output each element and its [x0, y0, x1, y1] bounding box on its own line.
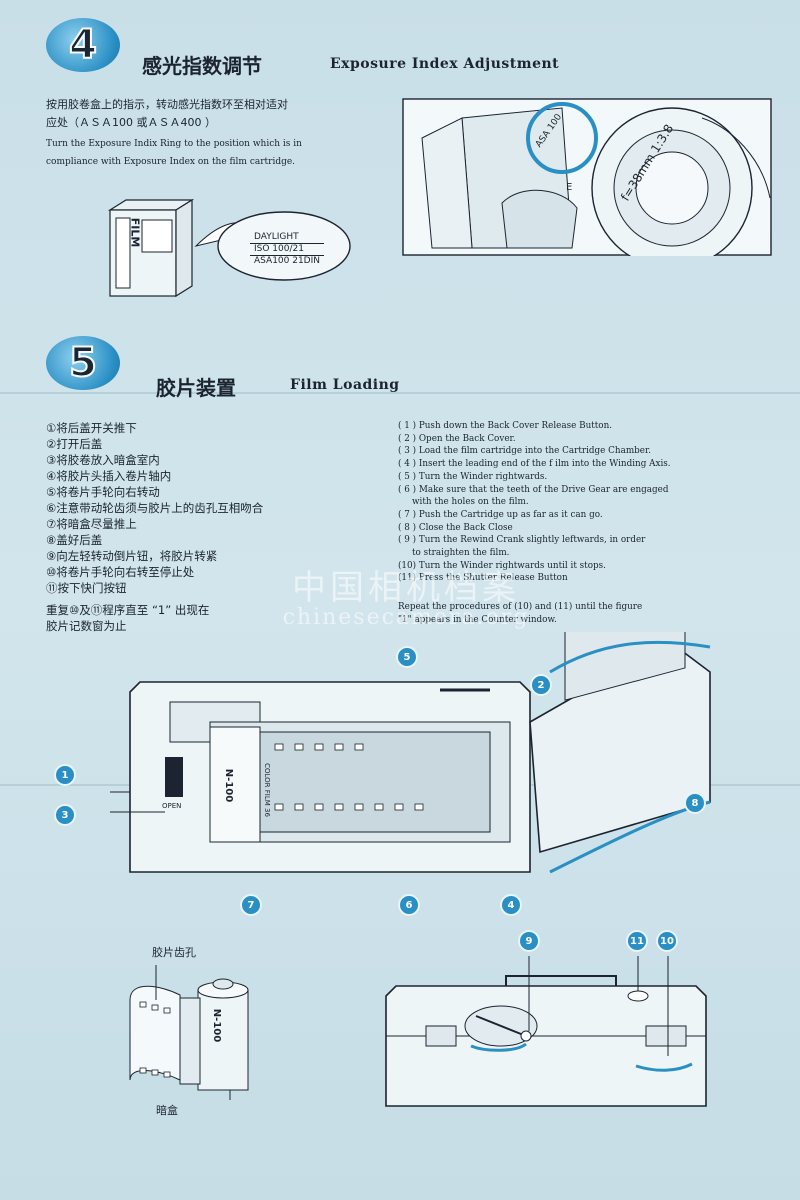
step-cn: ⑦将暗盒尽量推上: [46, 517, 137, 531]
film-color-label: COLOR FILM 36: [262, 763, 271, 817]
fold-line: [0, 392, 800, 394]
iso-bubble-text: DAYLIGHT ISO 100/21 ASA100 21DIN: [250, 232, 325, 267]
step-en: ( 8 ) Close the Back Close: [398, 522, 513, 533]
step-en: ( 3 ) Load the film cartridge into the C…: [398, 446, 652, 457]
camera-open-back-illustration: [110, 632, 711, 874]
step-cn: ③将胶卷放入暗盒室内: [46, 453, 160, 467]
lens-closeup-illustration: [402, 98, 772, 256]
repeat-cn-1: 重复⑩及⑪程序直至 “1” 出现在: [46, 603, 210, 617]
callout-7: 7: [240, 894, 262, 916]
watermark-cn: 中国相机档案: [292, 568, 520, 608]
ring-letter: E: [566, 182, 573, 193]
step-en: with the holes on the film.: [412, 497, 529, 508]
section-4-title-en: Exposure Index Adjustment: [330, 56, 560, 72]
step-en: (11) Press the Shutter Release Button: [398, 573, 568, 584]
callout-3: 3: [54, 804, 76, 826]
section-4-body-en-1: Turn the Exposure Indix Ring to the posi…: [46, 139, 302, 149]
bubble-line-3: ASA100 21DIN: [254, 256, 321, 266]
film-brand-label: N-100: [223, 768, 235, 803]
callout-10: 10: [656, 930, 678, 952]
sprocket-hole-label: 胶片齿孔: [152, 946, 196, 959]
section-5-title-cn: 胶片装置: [156, 376, 236, 400]
repeat-en-1: Repeat the procedures of (10) and (11) u…: [398, 602, 643, 613]
camera-top-illustration: [385, 956, 707, 1107]
step-en: ( 5 ) Turn the Winder rightwards.: [398, 471, 548, 482]
section-4-badge: 4: [46, 18, 120, 72]
step-en: ( 6 ) Make sure that the teeth of the Dr…: [398, 484, 669, 495]
section-4-body-cn-2: 应处（ＡＳＡ100 或ＡＳＡ400 ）: [46, 116, 216, 129]
cassette-label: 暗盒: [156, 1104, 178, 1117]
callout-11: 11: [626, 930, 648, 952]
step-en: ( 9 ) Turn the Rewind Crank slightly lef…: [398, 535, 646, 546]
watermark: 中国相机档案 chinesecamera.org: [246, 560, 566, 630]
callout-8: 8: [684, 792, 706, 814]
step-cn: ⑪按下快门按钮: [46, 581, 127, 595]
step-en: ( 1 ) Push down the Back Cover Release B…: [398, 421, 613, 431]
step-cn: ④将胶片头插入卷片轴内: [46, 469, 172, 483]
callout-2: 2: [530, 674, 552, 696]
section-4-body-en-2: compliance with Exposure Index on the fi…: [46, 157, 296, 167]
bubble-line-1: DAYLIGHT: [250, 232, 325, 244]
step-cn: ⑨向左轻转动倒片钮，将胶片转紧: [46, 549, 218, 563]
callout-6: 6: [398, 894, 420, 916]
step-en: (10) Turn the Winder rightwards until it…: [398, 560, 606, 571]
step-en: to straighten the film.: [412, 548, 510, 559]
cassette-brand-label: N-100: [211, 1008, 223, 1043]
step-cn: ①将后盖开关推下: [46, 421, 137, 435]
section-5-badge: 5: [46, 336, 120, 390]
section-5-number: 5: [68, 339, 98, 387]
callout-1: 1: [54, 764, 76, 786]
step-cn: ⑩将卷片手轮向右转至停止处: [46, 565, 195, 579]
film-cassette-illustration: [129, 965, 249, 1100]
section-4-title-cn: 感光指数调节: [142, 54, 262, 78]
repeat-cn-2: 胶片记数窗为止: [46, 619, 127, 633]
cartridge-label: FILM: [128, 217, 142, 248]
watermark-en: chinesecamera.org: [282, 605, 530, 630]
film-cartridge-illustration: [107, 198, 351, 298]
step-en: ( 2 ) Open the Back Cover.: [398, 433, 516, 444]
repeat-en-2: "1" appears in the Counter window.: [398, 614, 557, 625]
callout-5: 5: [396, 646, 418, 668]
section-4-number: 4: [68, 21, 98, 69]
open-label: OPEN: [162, 802, 182, 810]
step-cn: ⑥注意带动轮齿须与胶片上的齿孔互相吻合: [46, 501, 264, 515]
callout-9: 9: [518, 930, 540, 952]
steps-cn-list: ①将后盖开关推下 ②打开后盖 ③将胶卷放入暗盒室内 ④将胶片头插入卷片轴内 ⑤将…: [46, 420, 376, 634]
step-cn: ⑧盖好后盖: [46, 533, 103, 547]
step-cn: ⑤将卷片手轮向右转动: [46, 485, 160, 499]
bubble-line-2: ISO 100/21: [250, 244, 325, 256]
section-4-body-cn-1: 按用胶卷盒上的指示，转动感光指数环至相对适对: [46, 98, 288, 111]
callout-4: 4: [500, 894, 522, 916]
step-en: ( 4 ) Insert the leading end of the f il…: [398, 459, 671, 470]
steps-en-list: ( 1 ) Push down the Back Cover Release B…: [398, 420, 768, 627]
section-5-title-en: Film Loading: [290, 377, 400, 393]
step-en: ( 7 ) Push the Cartridge up as far as it…: [398, 509, 603, 520]
step-cn: ②打开后盖: [46, 437, 103, 451]
